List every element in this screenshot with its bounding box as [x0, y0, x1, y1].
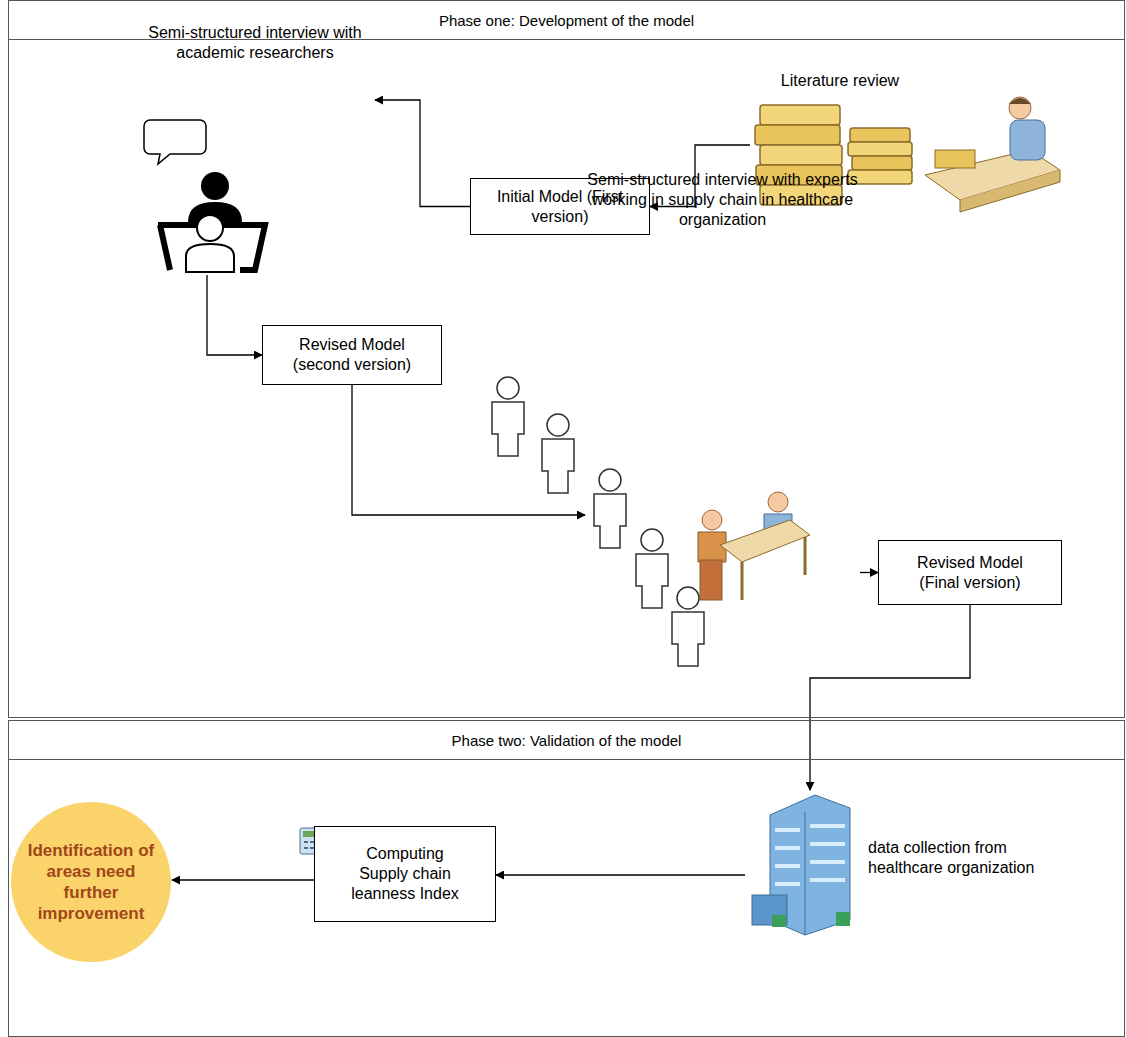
box-label: Revised Model (second version) [285, 335, 420, 375]
desk-icon [698, 492, 810, 600]
result-label: Identification of areas need further imp… [26, 840, 156, 924]
building-icon [752, 795, 850, 935]
icon-step: data collection from healthcare organiza… [745, 790, 1050, 935]
flow-arrow [860, 572, 878, 573]
flow-arrow [496, 874, 745, 875]
flow-arrow [375, 100, 470, 207]
icon-step: Semi-structured interview with academic … [135, 15, 375, 275]
step-label: Literature review [780, 71, 900, 91]
phase-band: Phase two: Validation of the model data c… [8, 720, 1125, 1037]
result-circle: Identification of areas need further imp… [10, 801, 172, 963]
flow-arrow [207, 275, 262, 355]
process-box: Computing Supply chain leanness Index [314, 826, 496, 922]
process-box: Revised Model (second version) [262, 325, 442, 385]
step-label: data collection from healthcare organiza… [868, 838, 1050, 878]
books-icon [755, 105, 912, 205]
box-label: Computing Supply chain leanness Index [346, 844, 464, 904]
circle-shape [10, 801, 172, 963]
phase-title: Phase two: Validation of the model [9, 721, 1124, 760]
flow-arrow [172, 879, 314, 880]
expert-icons [492, 377, 704, 666]
box-label: Revised Model (Final version) [903, 553, 1038, 593]
icon-step: Semi-structured interview with experts w… [585, 165, 860, 610]
flow-arrow [810, 605, 970, 790]
interview-icon [144, 120, 265, 272]
step-label: Semi-structured interview with experts w… [585, 170, 860, 230]
circle-fill [11, 802, 171, 962]
step-label: Semi-structured interview with academic … [135, 23, 375, 63]
process-box: Revised Model (Final version) [878, 540, 1062, 605]
phase-band: Phase one: Development of the modelLiter… [8, 0, 1125, 718]
reader-icon [925, 97, 1060, 212]
flow-arrow [352, 385, 585, 515]
